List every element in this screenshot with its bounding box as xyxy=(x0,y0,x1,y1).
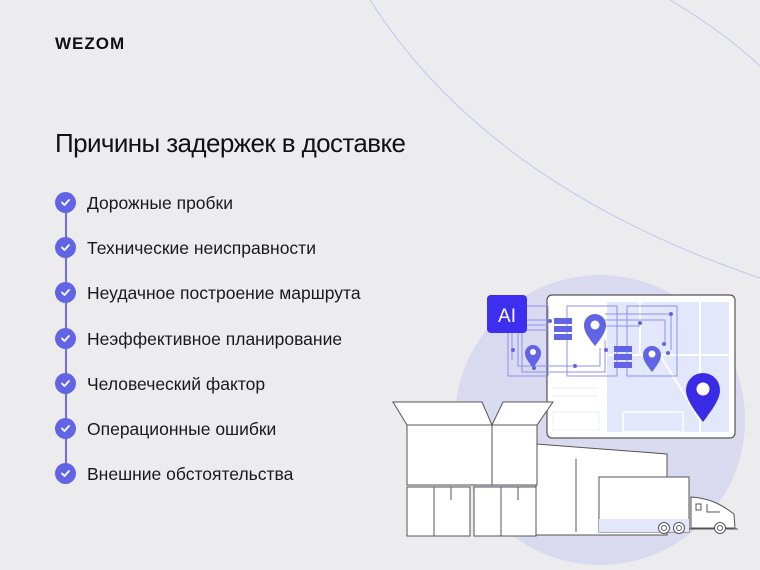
map-screen xyxy=(507,294,736,439)
reason-label: Дорожные пробки xyxy=(87,193,233,213)
list-item: Операционные ошибки xyxy=(55,417,361,463)
check-circle-icon xyxy=(55,192,76,213)
cardboard-boxes xyxy=(392,401,554,537)
list-item: Технические неисправности xyxy=(55,237,361,282)
check-circle-icon xyxy=(55,463,76,485)
delay-reasons-list: Дорожные пробки Технические неисправност… xyxy=(55,192,361,508)
reason-label: Операционные ошибки xyxy=(87,418,277,439)
server-icon xyxy=(614,346,632,368)
ai-badge xyxy=(487,295,527,333)
decorative-arc-small xyxy=(669,0,760,67)
reason-label: Внешние обстоятельства xyxy=(87,464,294,485)
list-item: Внешние обстоятельства xyxy=(55,463,361,508)
check-circle-icon xyxy=(55,237,76,259)
ai-badge-label: AI xyxy=(498,306,516,327)
list-item: Человеческий фактор xyxy=(55,372,361,418)
page-title: Причины задержек в доставке xyxy=(55,128,406,158)
server-icon xyxy=(554,318,572,340)
reason-label: Технические неисправности xyxy=(87,238,316,259)
map-pin-icon xyxy=(643,346,661,372)
reason-label: Неудачное построение маршрута xyxy=(87,283,361,304)
check-circle-icon xyxy=(55,417,76,439)
list-item: Неудачное построение маршрута xyxy=(55,282,361,327)
check-circle-icon xyxy=(55,372,76,394)
reason-label: Неэффективное планирование xyxy=(87,328,343,349)
map-pin-icon xyxy=(686,373,720,422)
reason-label: Человеческий фактор xyxy=(87,373,266,394)
list-item: Дорожные пробки xyxy=(55,192,361,237)
delivery-truck xyxy=(598,476,738,534)
check-circle-icon xyxy=(55,327,76,349)
map-pin-icon xyxy=(525,345,541,368)
list-item: Неэффективное планирование xyxy=(55,327,361,373)
decorative-arc-large xyxy=(369,0,760,279)
wezom-logo: WEZOM xyxy=(55,34,126,53)
map-pin-icon xyxy=(584,314,606,346)
check-circle-icon xyxy=(55,282,76,304)
